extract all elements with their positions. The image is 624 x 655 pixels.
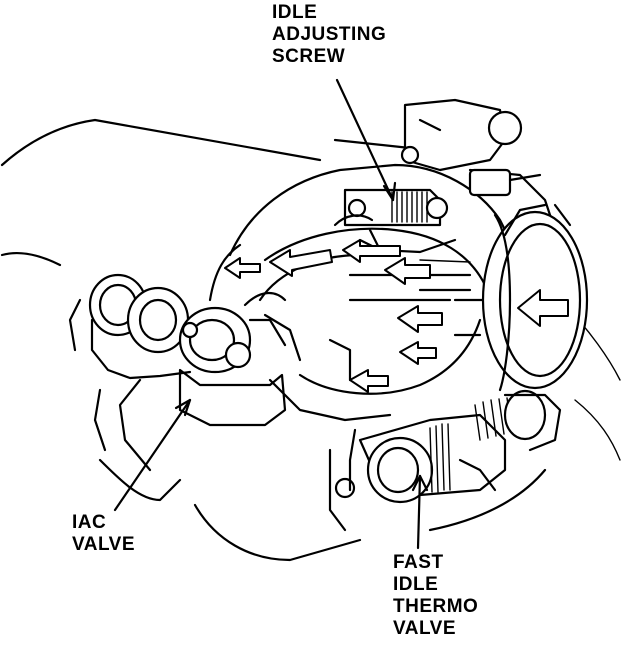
idle-adjusting-screw-label-line-3: SCREW xyxy=(272,46,346,67)
fast-idle-thermo-valve-label-line-1: FAST xyxy=(393,552,444,573)
iac-valve-label: IAC VALVE xyxy=(72,512,135,556)
iac-leader xyxy=(113,398,192,512)
idle-adjusting-screw-label-line-1: IDLE xyxy=(272,2,318,23)
idle-adjusting-screw-label: IDLE ADJUSTING SCREW xyxy=(272,2,386,68)
thermo-coil-lines xyxy=(429,423,451,493)
airflow-arrows xyxy=(224,239,443,393)
fast-idle-thermo-valve-assembly xyxy=(328,389,562,532)
fast-idle-thermo-valve-label-line-4: VALVE xyxy=(393,618,457,639)
iac-valve-label-line-2: VALVE xyxy=(72,534,136,555)
throttle-body xyxy=(208,163,557,422)
thermo-spring xyxy=(474,397,513,441)
top-housing xyxy=(400,98,542,197)
iac-valve-assembly xyxy=(68,273,302,472)
screw-threads xyxy=(391,191,428,223)
iac-valve-label-line-1: IAC xyxy=(72,512,107,533)
thermo-leader xyxy=(416,474,422,550)
idle-screw-leader xyxy=(335,78,395,202)
fast-idle-thermo-valve-label: FAST IDLE THERMO VALVE xyxy=(393,552,478,640)
throttle-bore xyxy=(481,203,589,392)
leader-lines xyxy=(113,78,429,550)
idle-adjusting-screw-label-line-2: ADJUSTING xyxy=(272,24,387,45)
fast-idle-thermo-valve-label-line-2: IDLE xyxy=(393,574,439,595)
fast-idle-thermo-valve-label-line-3: THERMO xyxy=(393,596,479,617)
